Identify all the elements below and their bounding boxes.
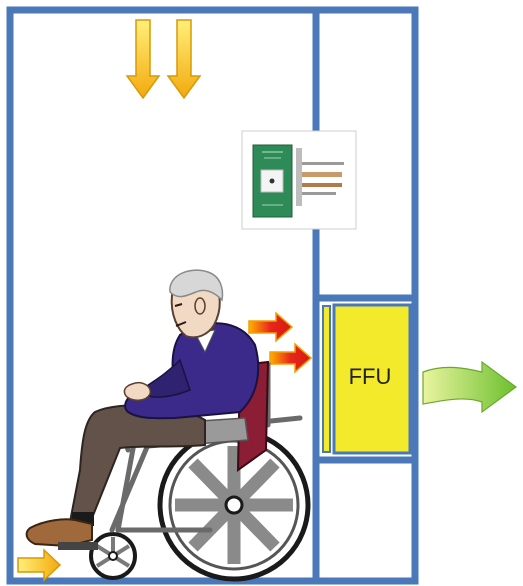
person-ear [195, 298, 205, 314]
person-hand [124, 383, 150, 401]
wheelchair-user-icon [27, 270, 308, 579]
panel-bracket [296, 148, 302, 206]
right-arrow-icon [18, 550, 60, 580]
right-arrow-icon [249, 313, 292, 341]
panel-sensor-dot [270, 179, 275, 184]
ffu-unit: FFU [316, 298, 415, 460]
wheelchair-footrest [58, 542, 98, 550]
panel-probe [302, 162, 344, 165]
ffu-filter-strip [323, 306, 330, 452]
person-shoe [27, 519, 92, 546]
panel-probe [302, 172, 342, 177]
air-sensor-panel-icon [242, 131, 356, 229]
ffu-label: FFU [349, 364, 392, 389]
exhaust-arrow-icon [423, 362, 516, 412]
wheelchair-front-wheel [91, 534, 135, 578]
right-arrow-icon [270, 344, 311, 372]
down-arrow-icon [127, 20, 159, 98]
wheelchair-rear-wheel [160, 431, 308, 579]
panel-probe [302, 192, 336, 195]
downflow-arrows [127, 20, 200, 98]
down-arrow-icon [168, 20, 200, 98]
panel-probe [302, 183, 342, 187]
